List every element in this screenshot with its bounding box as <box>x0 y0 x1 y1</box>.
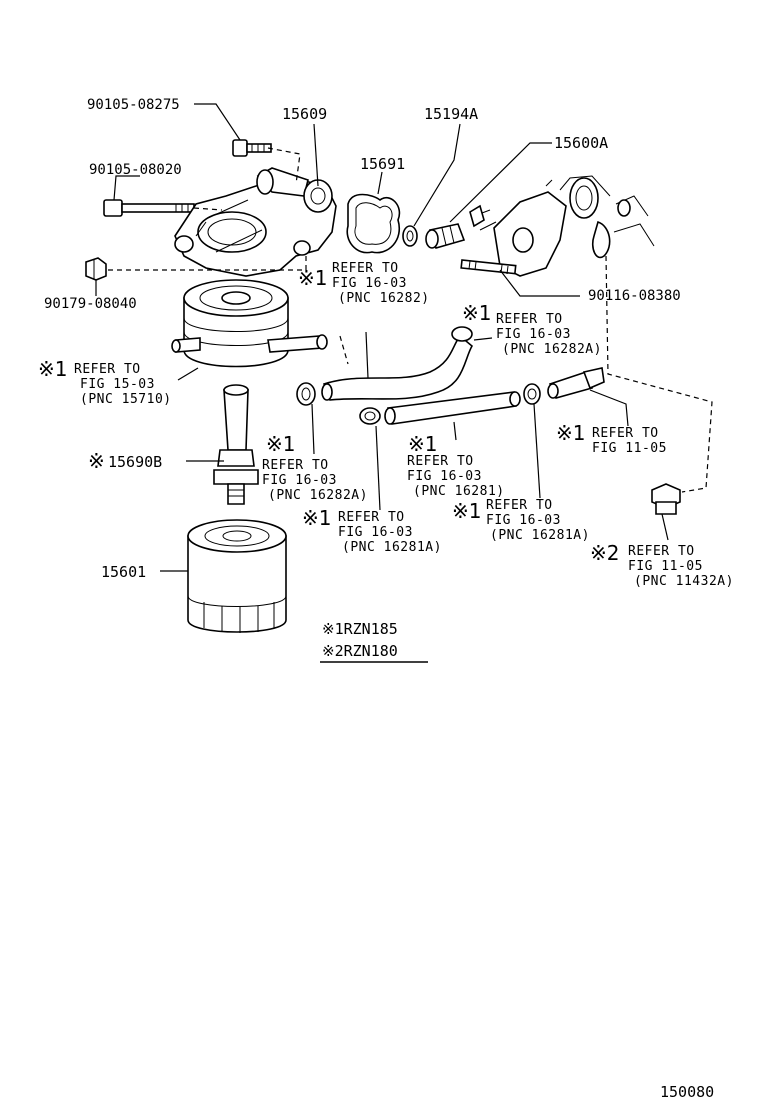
union-right-drawing <box>547 367 605 399</box>
svg-text:※1: ※1 <box>462 301 491 325</box>
svg-text:(PNC 16281A): (PNC 16281A) <box>342 540 442 555</box>
union-drawing <box>425 223 466 249</box>
ref-fig16-03-pnc16281a-lower: ※1 REFER TO FIG 16-03 (PNC 16281A) <box>302 506 442 555</box>
svg-text:(PNC 16281): (PNC 16281) <box>413 484 505 499</box>
svg-text:REFER TO: REFER TO <box>338 510 405 525</box>
svg-text:REFER TO: REFER TO <box>407 454 474 469</box>
svg-text:REFER TO: REFER TO <box>496 312 563 327</box>
part-label-gasket: 15691 <box>360 155 405 173</box>
gasket-drawing <box>346 193 401 254</box>
part-label-relief-valve: 15690B <box>108 453 162 471</box>
svg-text:REFER TO: REFER TO <box>592 426 659 441</box>
leader-lines <box>95 103 713 663</box>
model-legend: ※1RZN185 ※2RZN180 <box>322 620 398 660</box>
svg-text:(PNC 16282A): (PNC 16282A) <box>502 342 602 357</box>
stud-bolt-drawing <box>460 259 517 275</box>
svg-text:※1: ※1 <box>408 432 437 456</box>
hose-clip-drawing <box>296 326 541 425</box>
svg-text:※1: ※1 <box>452 499 481 523</box>
part-label-oil-filter: 15601 <box>101 563 146 581</box>
svg-text:FIG 16-03: FIG 16-03 <box>332 276 407 291</box>
svg-text:※1: ※1 <box>266 432 295 456</box>
ref-fig16-03-pnc16282: ※1 REFER TO FIG 16-03 (PNC 16282) <box>298 261 430 306</box>
svg-text:※2: ※2 <box>590 541 619 565</box>
legend-item-2: ※2RZN180 <box>322 642 398 660</box>
svg-text:(PNC 16282A): (PNC 16282A) <box>268 488 368 503</box>
svg-text:※1: ※1 <box>38 357 67 381</box>
ref-fig16-03-pnc16281: ※1 REFER TO FIG 16-03 (PNC 16281) <box>407 432 505 499</box>
ref-fig11-05-pnc11432a: ※2 REFER TO FIG 11-05 (PNC 11432A) <box>590 541 734 589</box>
figure-number: 150080 <box>660 1083 714 1101</box>
svg-text:FIG 11-05: FIG 11-05 <box>592 441 667 456</box>
svg-text:FIG 16-03: FIG 16-03 <box>486 513 561 528</box>
svg-text:(PNC 11432A): (PNC 11432A) <box>634 574 734 589</box>
bolt-long-drawing <box>103 199 195 217</box>
hose-upper-drawing <box>321 334 474 401</box>
part-label-o-ring: 15194A <box>424 105 478 123</box>
legend-item-1: ※1RZN185 <box>322 620 398 638</box>
svg-text:※1: ※1 <box>302 506 331 530</box>
ref-fig16-03-pnc16282a-top: ※1 REFER TO FIG 16-03 (PNC 16282A) <box>462 301 602 357</box>
svg-text:(PNC 16282): (PNC 16282) <box>338 291 430 306</box>
svg-text:REFER TO: REFER TO <box>74 362 141 377</box>
svg-text:※1: ※1 <box>556 421 585 445</box>
relief-valve-mark: ※ <box>88 449 105 473</box>
o-ring-drawing <box>402 225 418 247</box>
ref-fig16-03-pnc16281a-right: ※1 REFER TO FIG 16-03 (PNC 16281A) <box>452 498 590 543</box>
svg-text:FIG 15-03: FIG 15-03 <box>80 377 155 392</box>
oil-filter-drawing <box>187 519 287 633</box>
ref-fig15-03-pnc15710: ※1 REFER TO FIG 15-03 (PNC 15710) <box>38 357 172 407</box>
ref-fig11-05: ※1 REFER TO FIG 11-05 <box>556 421 667 456</box>
oil-cooler-drawing <box>171 279 328 368</box>
svg-text:FIG 11-05: FIG 11-05 <box>628 559 703 574</box>
hose-lower-drawing <box>384 391 521 425</box>
drain-plug-drawing <box>651 483 681 515</box>
engine-block-drawing <box>469 175 655 277</box>
svg-text:FIG 16-03: FIG 16-03 <box>496 327 571 342</box>
svg-text:(PNC 16281A): (PNC 16281A) <box>490 528 590 543</box>
oil-filter-bracket-drawing <box>174 167 337 277</box>
svg-text:REFER TO: REFER TO <box>628 544 695 559</box>
relief-valve-drawing <box>213 384 259 505</box>
svg-text:REFER TO: REFER TO <box>486 498 553 513</box>
svg-text:FIG 16-03: FIG 16-03 <box>338 525 413 540</box>
part-label-bolt-long: 90105-08020 <box>89 162 182 178</box>
part-label-union: 15600A <box>554 134 608 152</box>
svg-text:FIG 16-03: FIG 16-03 <box>407 469 482 484</box>
svg-text:(PNC 15710): (PNC 15710) <box>80 392 172 407</box>
part-label-stud-bolt: 90116-08380 <box>588 288 681 304</box>
svg-text:REFER TO: REFER TO <box>332 261 399 276</box>
svg-text:REFER TO: REFER TO <box>262 458 329 473</box>
part-label-oil-filter-bracket: 15609 <box>282 105 327 123</box>
svg-text:※1: ※1 <box>298 266 327 290</box>
bolt-upper-drawing <box>232 139 272 157</box>
ref-fig16-03-pnc16282a-left: ※1 REFER TO FIG 16-03 (PNC 16282A) <box>262 432 368 503</box>
part-label-plug: 90179-08040 <box>44 296 137 312</box>
svg-text:FIG 16-03: FIG 16-03 <box>262 473 337 488</box>
part-label-bolt-upper: 90105-08275 <box>87 97 180 113</box>
plug-drawing <box>85 257 107 281</box>
